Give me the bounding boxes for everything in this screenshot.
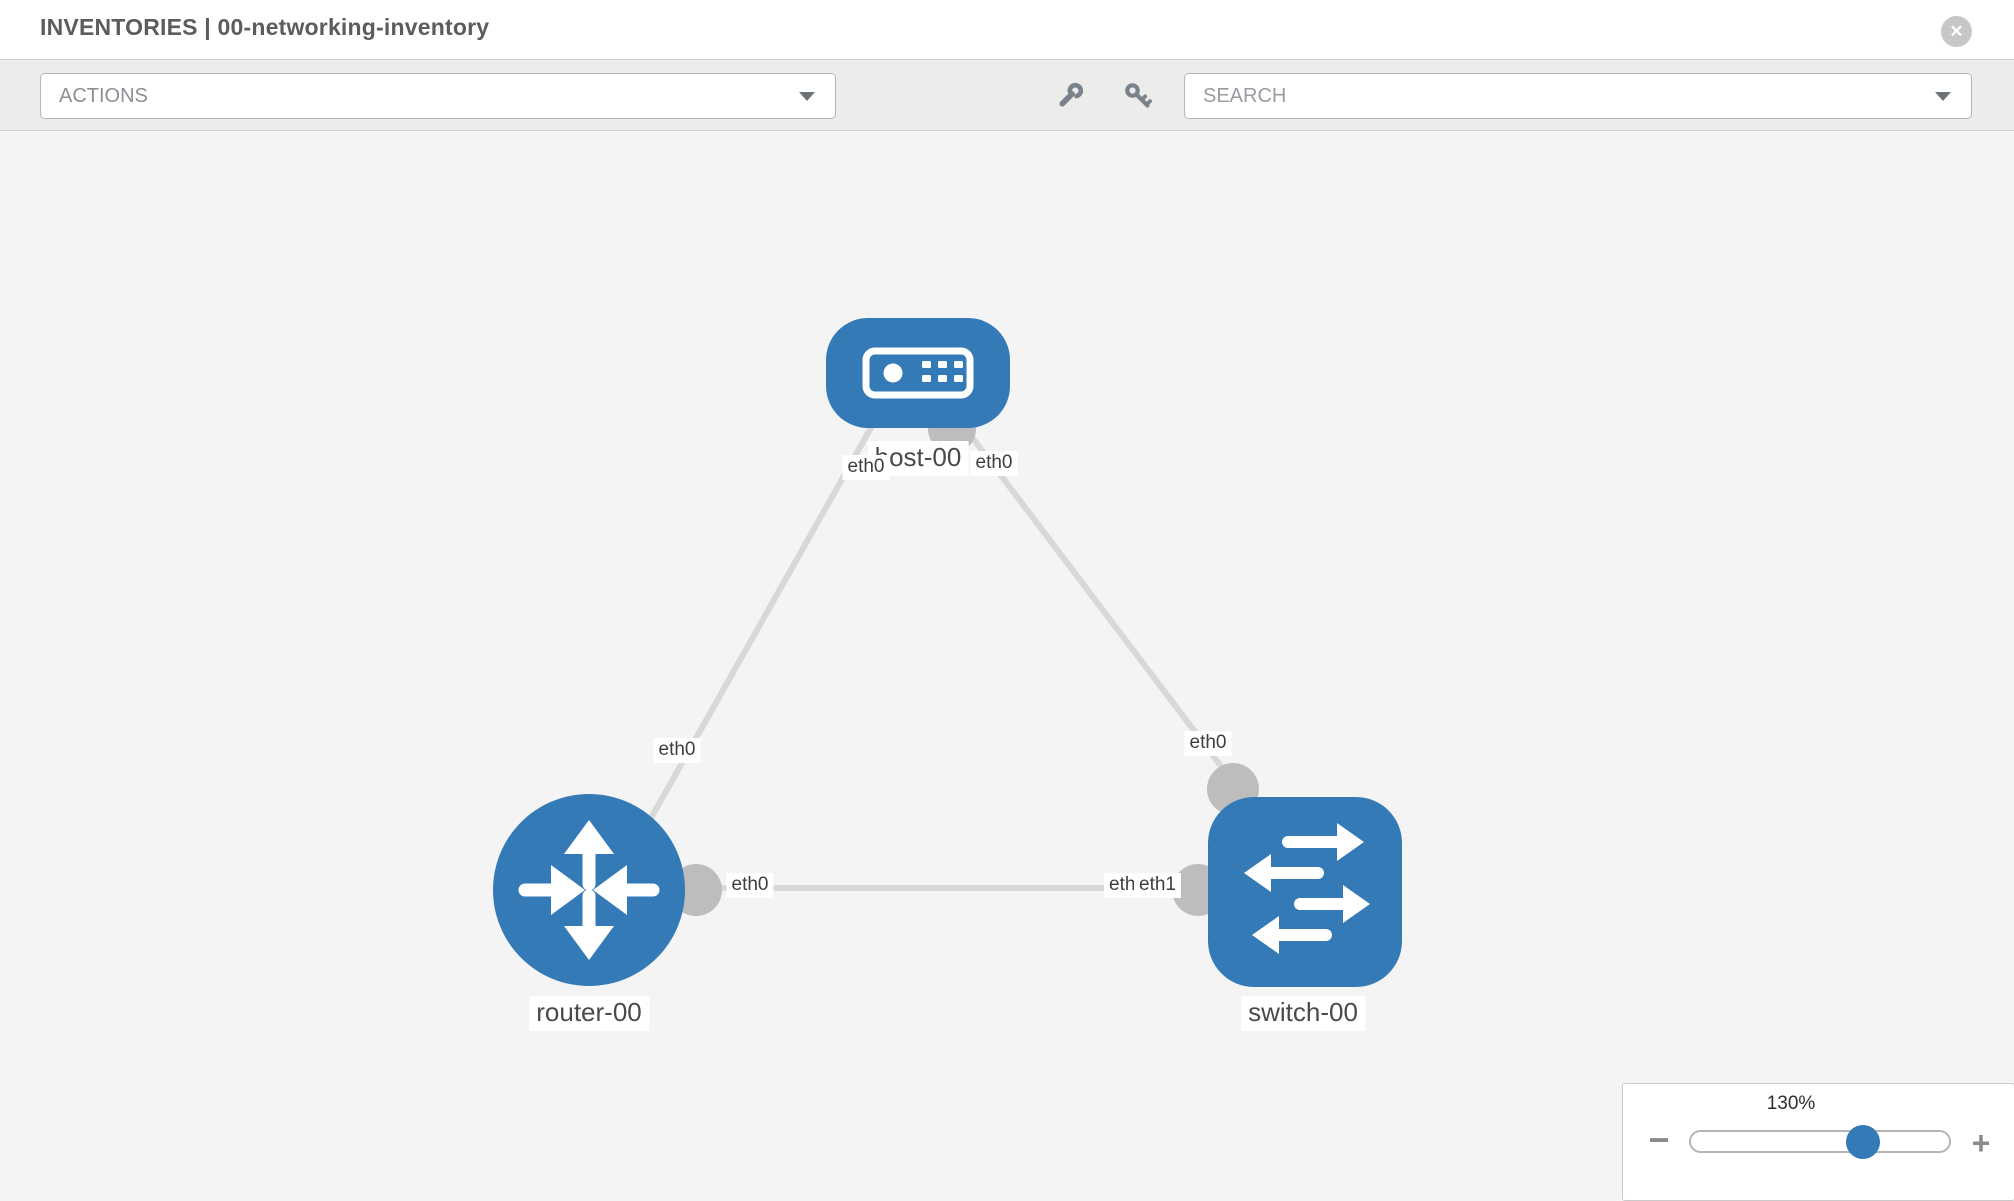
- close-button[interactable]: ✕: [1941, 16, 1972, 47]
- node-label-router: router-00: [529, 996, 649, 1031]
- interface-label-router-right: eth0: [726, 873, 774, 898]
- close-icon: ✕: [1949, 22, 1964, 41]
- host-icon: [862, 347, 974, 399]
- chevron-down-icon: [1935, 92, 1951, 101]
- actions-dropdown-label: ACTIONS: [59, 84, 148, 107]
- router-icon: [518, 820, 660, 960]
- interface-label-switch-left: eth1: [1134, 873, 1181, 898]
- zoom-control-panel: 130% − +: [1622, 1083, 2014, 1201]
- node-label-switch: switch-00: [1241, 996, 1365, 1031]
- switch-icon: [1244, 823, 1370, 954]
- page-title: INVENTORIES | 00-networking-inventory: [40, 14, 490, 40]
- zoom-out-button[interactable]: −: [1641, 1122, 1677, 1158]
- title-bar: INVENTORIES | 00-networking-inventory ✕: [0, 0, 2014, 60]
- plus-icon: +: [1971, 1125, 1991, 1161]
- edges: [648, 424, 1239, 891]
- zoom-slider-track[interactable]: [1689, 1130, 1951, 1153]
- edge-host-switch: [962, 426, 1239, 788]
- zoom-slider-handle[interactable]: [1846, 1125, 1880, 1159]
- chevron-down-icon: [799, 92, 815, 101]
- interface-dots: [670, 405, 1259, 916]
- wrench-icon: [1059, 82, 1084, 107]
- interface-label-switch-top: eth0: [1184, 731, 1232, 756]
- key-button[interactable]: [1122, 80, 1154, 112]
- switch-node-shape[interactable]: [1208, 797, 1402, 987]
- toolbar: ACTIONS SEARCH: [0, 60, 2014, 131]
- interface-label-router-top: eth0: [653, 738, 701, 763]
- zoom-in-button[interactable]: +: [1963, 1125, 1999, 1161]
- host-node-shape[interactable]: [826, 318, 1010, 428]
- interface-label-host-right: eth0: [970, 451, 1018, 476]
- search-placeholder: SEARCH: [1203, 84, 1287, 107]
- key-icon: [1125, 83, 1152, 108]
- zoom-percentage: 130%: [1766, 1093, 1816, 1114]
- wrench-button[interactable]: [1054, 80, 1086, 112]
- node-router-00[interactable]: [493, 794, 685, 986]
- node-host-00[interactable]: [826, 318, 1010, 428]
- node-switch-00[interactable]: [1208, 797, 1402, 987]
- search-dropdown[interactable]: SEARCH: [1184, 73, 1972, 119]
- interface-label-host-left: eth0: [842, 455, 890, 480]
- actions-dropdown[interactable]: ACTIONS: [40, 73, 836, 119]
- minus-icon: −: [1648, 1119, 1670, 1160]
